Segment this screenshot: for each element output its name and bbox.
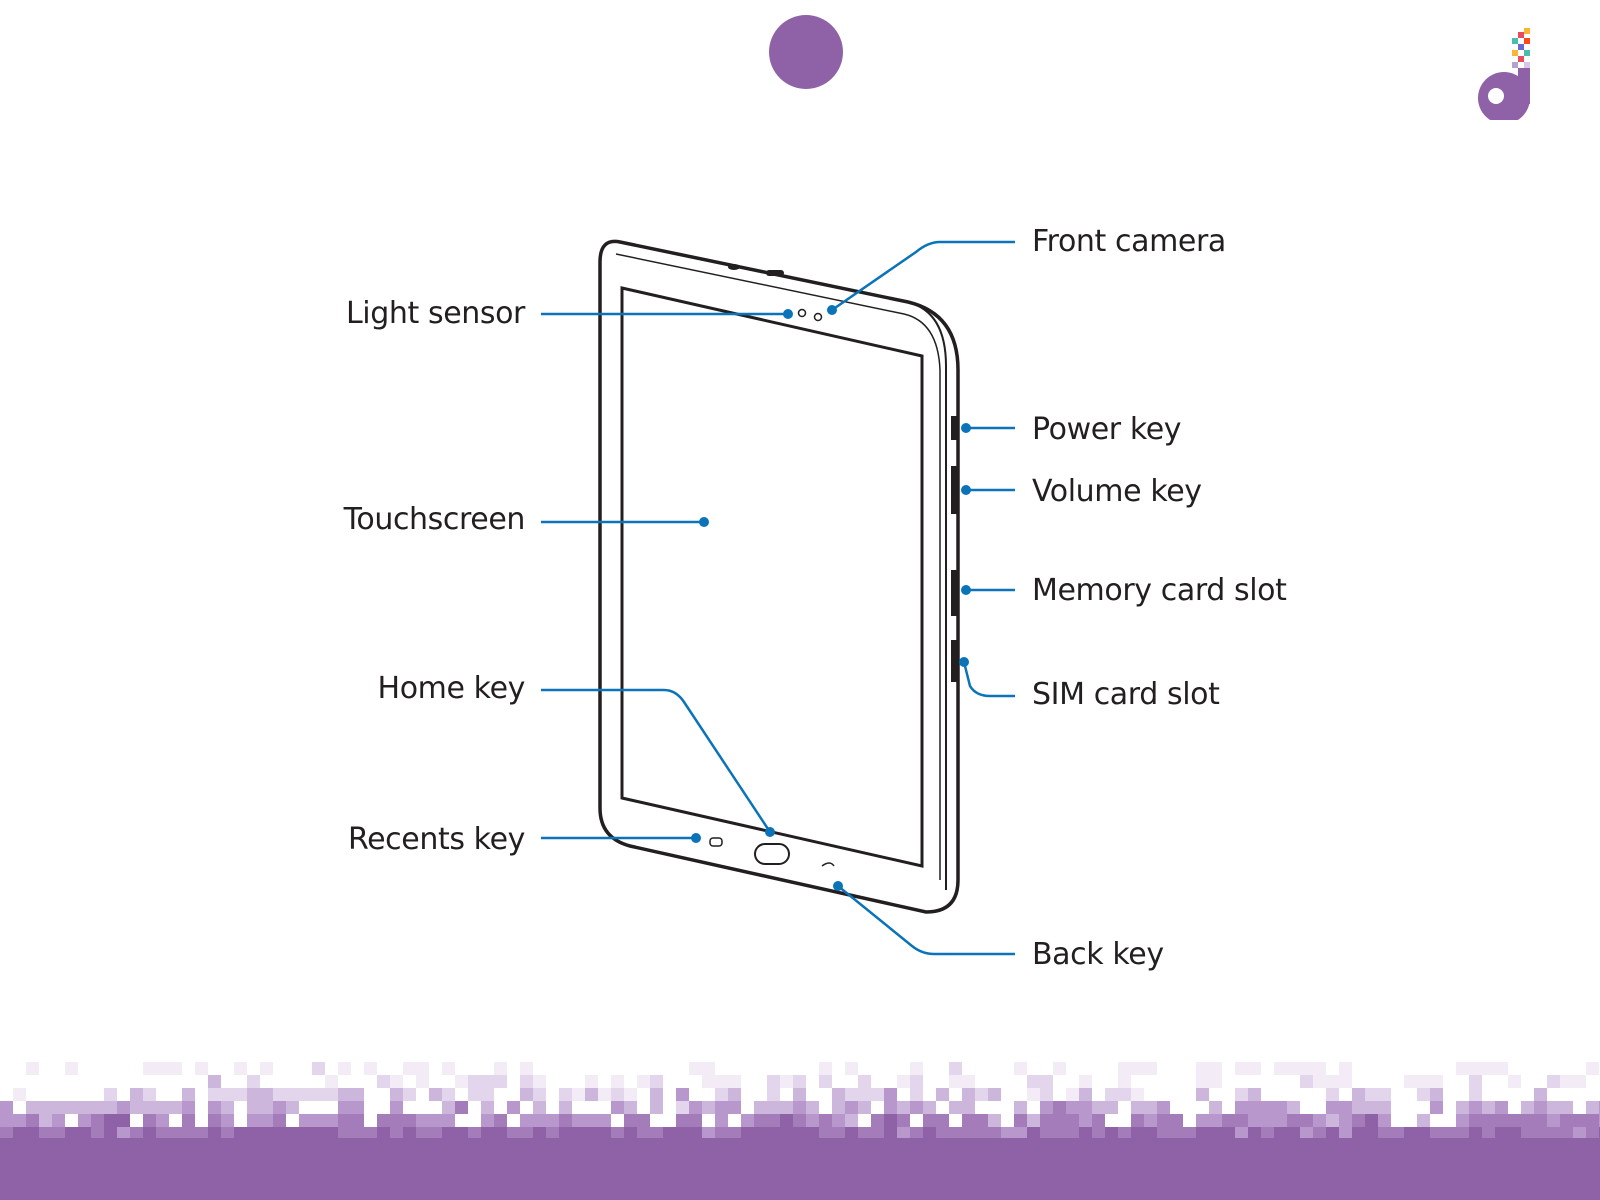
label-sim-card-slot: SIM card slot <box>1032 677 1219 713</box>
dot-home-key <box>765 827 775 837</box>
touchscreen-area <box>622 288 922 866</box>
label-light-sensor: Light sensor <box>205 296 525 332</box>
label-memory-card-slot: Memory card slot <box>1032 573 1287 609</box>
label-touchscreen: Touchscreen <box>205 502 525 538</box>
label-volume-key: Volume key <box>1032 474 1202 510</box>
home-key-shape <box>755 844 789 864</box>
dot-memory-card-slot <box>961 585 971 595</box>
volume-key-shape <box>951 466 957 514</box>
dot-touchscreen <box>699 517 709 527</box>
label-back-key: Back key <box>1032 937 1164 973</box>
dot-power-key <box>961 423 971 433</box>
dot-front-camera <box>827 305 837 315</box>
footer-purple-band <box>0 1138 1600 1200</box>
power-key-shape <box>951 416 957 440</box>
sim-card-slot-shape <box>951 640 957 682</box>
dot-sim-card-slot <box>959 657 969 667</box>
label-front-camera: Front camera <box>1032 224 1226 260</box>
memory-card-slot-shape <box>951 570 957 616</box>
dot-light-sensor <box>783 309 793 319</box>
label-recents-key: Recents key <box>205 822 525 858</box>
top-port-slot <box>766 270 784 276</box>
label-home-key: Home key <box>205 671 525 707</box>
dot-back-key <box>833 881 843 891</box>
footer-pixel-pattern <box>0 1060 1600 1140</box>
label-power-key: Power key <box>1032 412 1181 448</box>
leader-sim-card-slot <box>964 662 1015 696</box>
dot-recents-key <box>691 833 701 843</box>
dot-volume-key <box>961 485 971 495</box>
top-port-hole <box>728 264 740 270</box>
